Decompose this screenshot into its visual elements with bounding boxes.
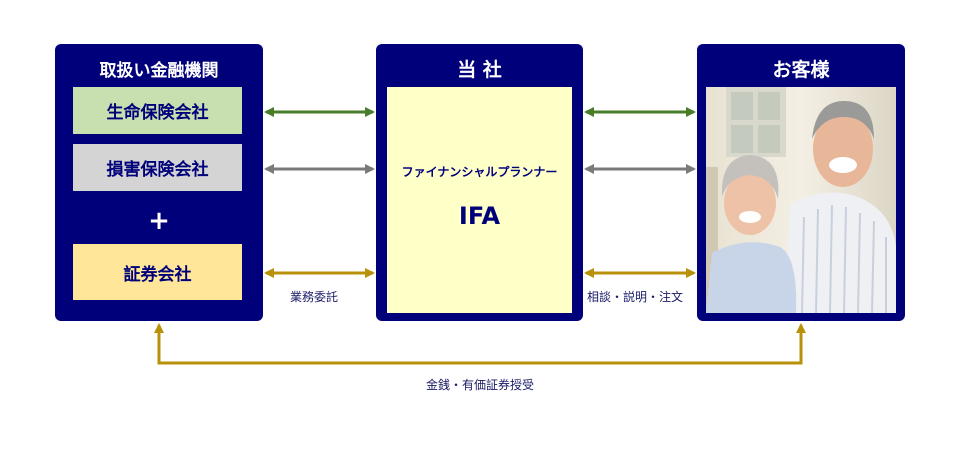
consultation-label: 相談・説明・注文 [587,290,684,304]
life-insurance-box: 生命保険会社 [73,87,242,134]
outsourcing-label: 業務委託 [290,290,339,304]
arrow-money-securities-transfer [153,322,807,365]
life-insurance-label: 生命保険会社 [106,103,209,123]
institutions-title: 取扱い金融機関 [99,61,219,81]
financial-planner-label: ファイナンシャルプランナー [401,165,558,179]
senior-couple-photo [706,87,896,313]
company-inner-box: ファイナンシャルプランナー IFA [387,87,572,313]
securities-company-box: 証券会社 [73,244,242,300]
company-title: 当 社 [457,59,502,81]
company-panel: 当 社 ファイナンシャルプランナー IFA [376,44,583,321]
ifa-label: IFA [458,202,501,230]
plus-sign: + [148,206,170,236]
nonlife-insurance-label: 損害保険会社 [106,160,209,180]
institutions-panel: 取扱い金融機関 生命保険会社 損害保険会社 + 証券会社 [55,44,263,321]
money-transfer-label: 金銭・有価証券授受 [425,378,534,392]
nonlife-insurance-box: 損害保険会社 [73,144,242,191]
customer-panel: お客様 [697,44,905,321]
securities-company-label: 証券会社 [123,264,192,285]
customer-title: お客様 [772,59,830,81]
